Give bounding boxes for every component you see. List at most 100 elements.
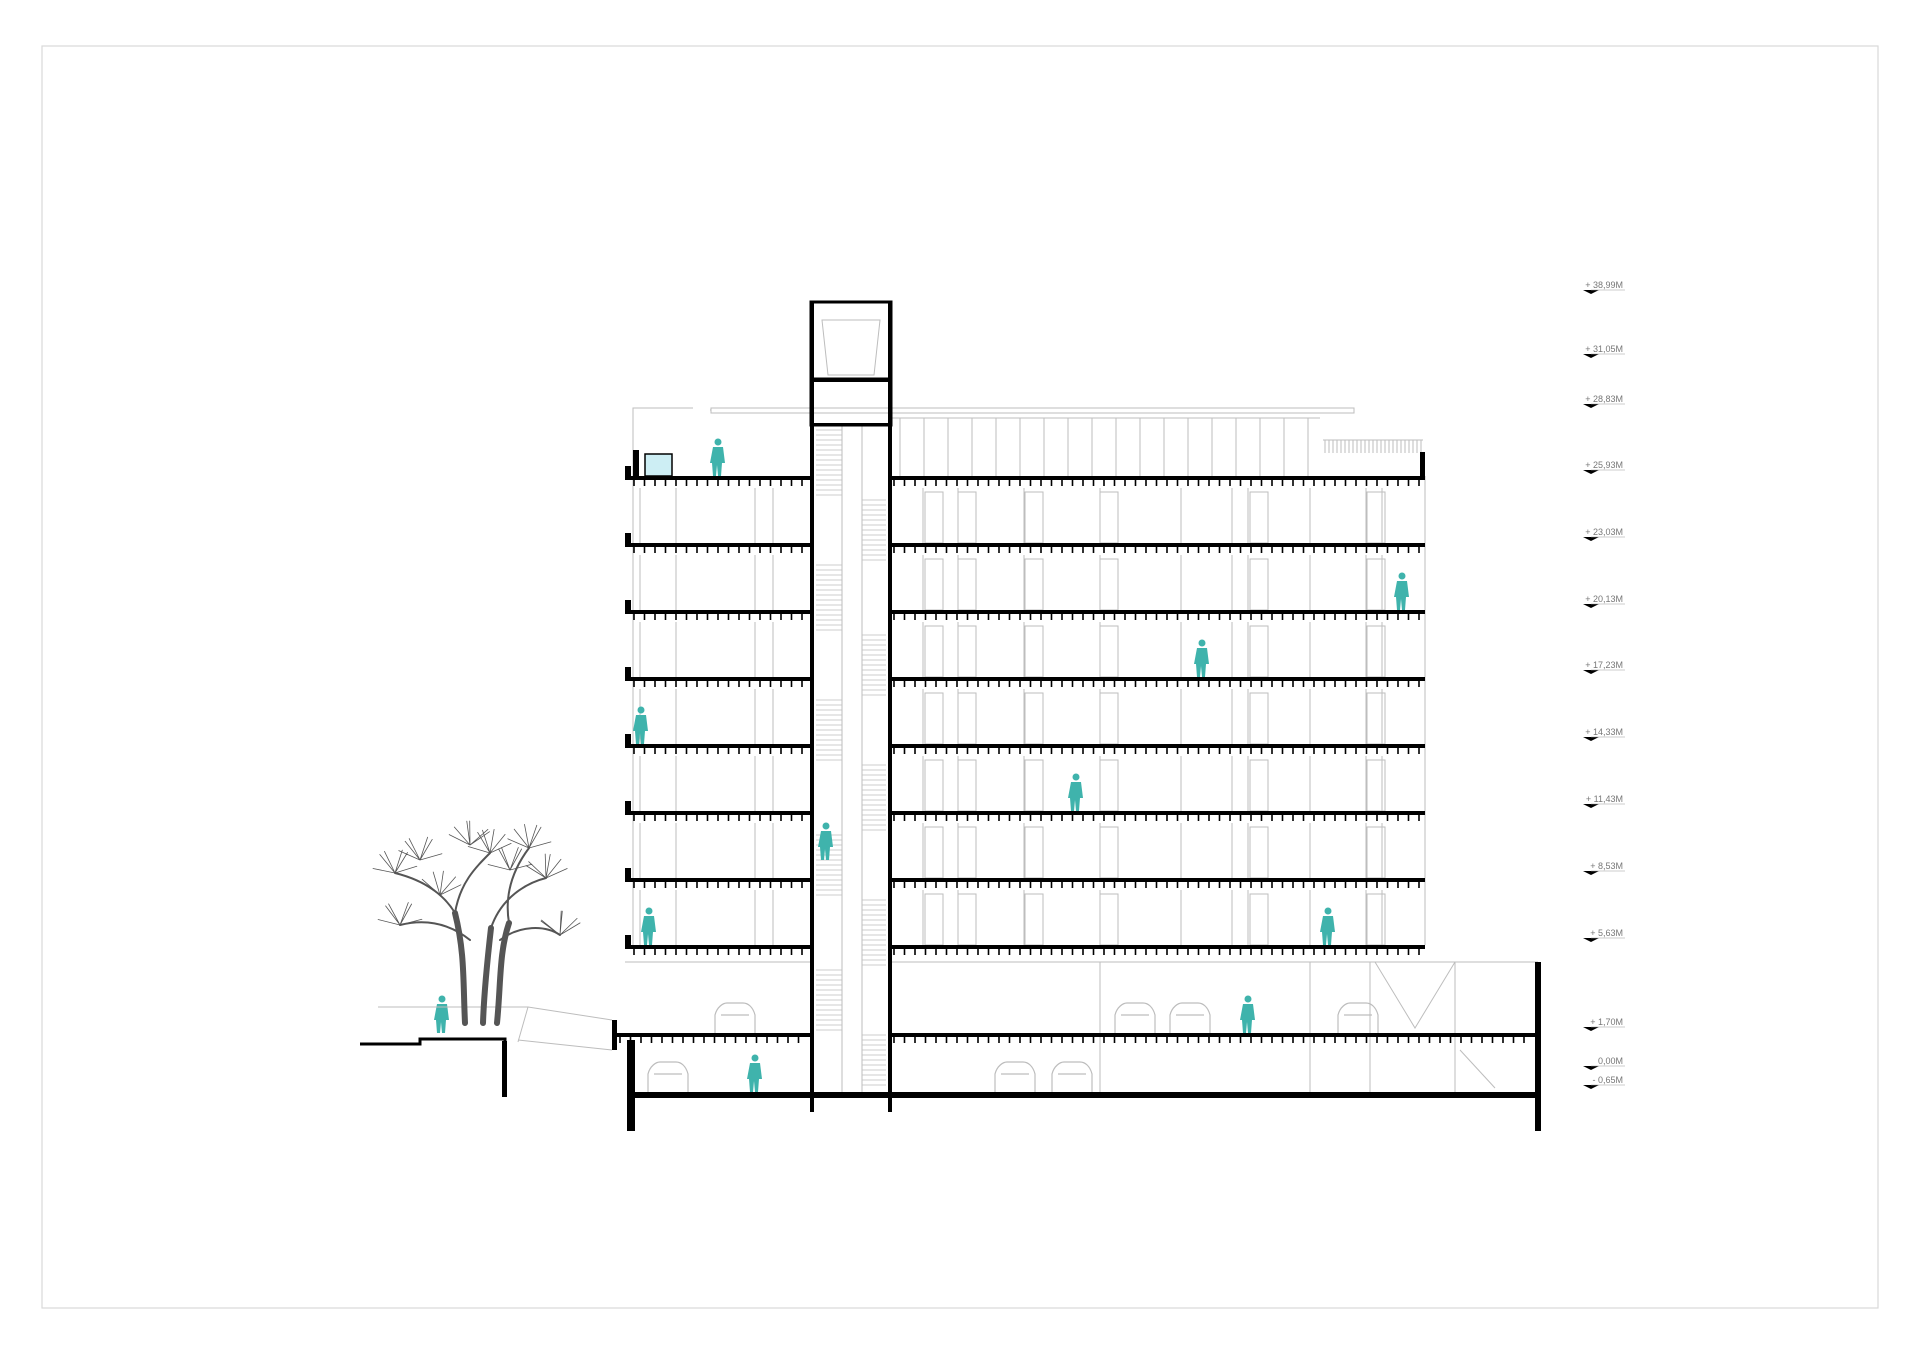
- level-label: + 38,99M: [1585, 280, 1623, 290]
- door-opening: [924, 759, 944, 812]
- door-opening: [1024, 491, 1044, 544]
- car: [1114, 1002, 1156, 1033]
- level-marker: + 25,93M: [1583, 460, 1625, 474]
- level-triangle: [1583, 737, 1599, 741]
- person-body: [641, 916, 656, 945]
- level-marker: + 23,03M: [1583, 527, 1625, 541]
- car: [994, 1061, 1036, 1092]
- person-figure: [710, 438, 725, 476]
- slab-joists: [633, 681, 1420, 687]
- structural-walls: [612, 450, 1541, 1131]
- core-slab: [811, 423, 891, 426]
- door-opening: [1099, 826, 1119, 879]
- terrace-edge: [378, 1006, 529, 1043]
- person-head: [645, 907, 653, 915]
- level-label: + 20,13M: [1585, 594, 1623, 604]
- person-figure: [818, 822, 833, 860]
- level-label: + 11,43M: [1586, 794, 1623, 804]
- tree-limbs: [394, 847, 561, 941]
- entry-canopy: [612, 1033, 632, 1037]
- person-figure: [633, 706, 648, 744]
- person-head: [438, 995, 446, 1003]
- site-terrace: [360, 1006, 613, 1097]
- level-label: + 25,93M: [1585, 460, 1623, 470]
- level-triangle: [1583, 871, 1599, 875]
- slab-joists: [633, 748, 1420, 754]
- level-marker: + 28,83M: [1583, 394, 1625, 408]
- door-opening: [1024, 826, 1044, 879]
- door-opening: [957, 826, 977, 879]
- door-opening: [1024, 692, 1044, 745]
- level-label: + 8,53M: [1590, 861, 1623, 871]
- ramp-brace: [1374, 961, 1456, 1029]
- level-label: + 5,63M: [1590, 928, 1623, 938]
- person-figure: [434, 995, 449, 1033]
- person-figure: [747, 1054, 762, 1092]
- ground-line: [360, 1037, 507, 1046]
- level-triangle: [1583, 670, 1599, 674]
- person-head: [637, 706, 645, 714]
- door-opening: [1249, 558, 1269, 611]
- parking-slab-left: [615, 1033, 811, 1037]
- tree: [372, 820, 581, 1026]
- door-opening: [957, 558, 977, 611]
- person-body: [1394, 581, 1409, 610]
- foundation-wall-right: [1535, 962, 1541, 1131]
- balcony-edge: [625, 667, 631, 681]
- door-opening: [1249, 759, 1269, 812]
- core-wall-right: [888, 302, 892, 1112]
- level-markers: + 38,99M + 31,05M + 28,83M + 25,93M + 23,03M…: [1583, 280, 1625, 1089]
- car: [1169, 1002, 1211, 1033]
- door-opening: [957, 759, 977, 812]
- door-opening: [1249, 692, 1269, 745]
- level-marker: + 20,13M: [1583, 594, 1625, 608]
- person-body: [633, 715, 648, 744]
- door-opening: [1099, 558, 1119, 611]
- sheet-frame: [41, 45, 1879, 1309]
- level-marker: + 5,63M: [1583, 928, 1625, 942]
- door-opening: [957, 893, 977, 946]
- floor-slab-right: [890, 811, 1425, 815]
- floor-slab-left: [630, 476, 811, 480]
- balcony-edge: [625, 935, 631, 949]
- slab-joists: [619, 1037, 1525, 1043]
- roof-parapet-right: [1420, 452, 1425, 476]
- person-head: [822, 822, 830, 830]
- door-opening: [1024, 759, 1044, 812]
- level-marker: + 31,05M: [1583, 344, 1625, 358]
- level-label: + 23,03M: [1585, 527, 1623, 537]
- water-tank: [821, 319, 881, 376]
- level-triangle: [1583, 1066, 1599, 1070]
- interior-fine-lines: [625, 407, 1538, 1092]
- person-head: [1198, 639, 1206, 647]
- door-opening: [1099, 893, 1119, 946]
- rooftop-pool: [644, 453, 673, 477]
- level-triangle: [1583, 804, 1599, 808]
- door-opening: [957, 491, 977, 544]
- level-marker: + 38,99M: [1583, 280, 1625, 294]
- car: [1337, 1002, 1379, 1033]
- level-marker: + 1,70M: [1583, 1017, 1625, 1031]
- pool-wall: [633, 450, 639, 476]
- person-figure: [1240, 995, 1255, 1033]
- level-triangle: [1583, 470, 1599, 474]
- level-triangle: [1583, 938, 1599, 942]
- floor-slab-right: [890, 945, 1425, 949]
- terrace-line: [527, 1006, 613, 1021]
- core-machine-room: [809, 377, 893, 427]
- floor-slab-right: [890, 744, 1425, 748]
- floor-slabs: [615, 453, 1538, 1098]
- tree-twigs: [372, 820, 581, 936]
- person-head: [714, 438, 722, 446]
- slab-joists: [633, 614, 1420, 620]
- balcony-edge: [625, 466, 631, 480]
- floor-slab-right: [890, 476, 1425, 480]
- level-label: + 28,83M: [1585, 394, 1623, 404]
- door-opening: [924, 558, 944, 611]
- person-body: [434, 1004, 449, 1033]
- person-figure: [1068, 773, 1083, 811]
- slab-joists: [633, 815, 1420, 821]
- person-body: [1068, 782, 1083, 811]
- person-body: [818, 831, 833, 860]
- level-marker: + 8,53M: [1583, 861, 1625, 875]
